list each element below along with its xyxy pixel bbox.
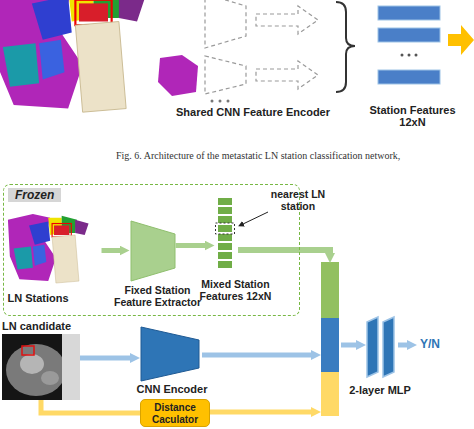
ct-image-node: LN candidate xyxy=(0,320,84,404)
node-label: Frozen xyxy=(8,188,61,202)
process-box: Distance Caculator xyxy=(140,399,210,427)
output-label: Y/N xyxy=(420,338,460,350)
node-label: Mixed Station Features 12xN xyxy=(194,278,278,302)
flow-arrow xyxy=(176,243,206,248)
figure-caption: Fig. 6. Architecture of the metastatic L… xyxy=(116,150,400,161)
flow-arrow xyxy=(102,248,121,253)
encoder-block: Shared CNN Feature Encoder xyxy=(168,100,338,122)
extractor-trapezoid: Fixed Station Feature Extractor xyxy=(108,218,208,312)
node-label: Station Features 12xN xyxy=(360,104,465,128)
node-shape xyxy=(140,326,200,382)
node-shape xyxy=(215,198,235,272)
node-shape xyxy=(6,212,102,284)
encoder-trapezoid: CNN Encoder xyxy=(126,326,218,396)
frozen-group: Frozen LN Stations Fixed Station Feature E… xyxy=(3,184,300,316)
node-label: Fixed Station Feature Extractor xyxy=(108,284,208,308)
feature-column: Mixed Station Features 12xN xyxy=(194,196,278,312)
station-map-node: LN Stations xyxy=(6,212,102,310)
feature-block: Station Features 12xN xyxy=(360,98,465,132)
node-shape xyxy=(2,334,80,400)
node-label: Distance Caculator xyxy=(141,402,209,426)
node-label: Shared CNN Feature Encoder xyxy=(168,106,338,118)
flow-arrow xyxy=(41,400,140,413)
node-label: LN Stations xyxy=(8,292,102,304)
flow-arrow xyxy=(80,356,131,361)
node-label: 2-layer MLP xyxy=(342,384,418,396)
node-label: CNN Encoder xyxy=(126,383,218,395)
node-shape xyxy=(130,220,176,282)
mlp-block: 2-layer MLP xyxy=(342,316,418,404)
callout-text: nearest LN station xyxy=(262,188,334,212)
node-shape xyxy=(366,316,396,378)
node-label: LN candidate xyxy=(2,320,84,332)
